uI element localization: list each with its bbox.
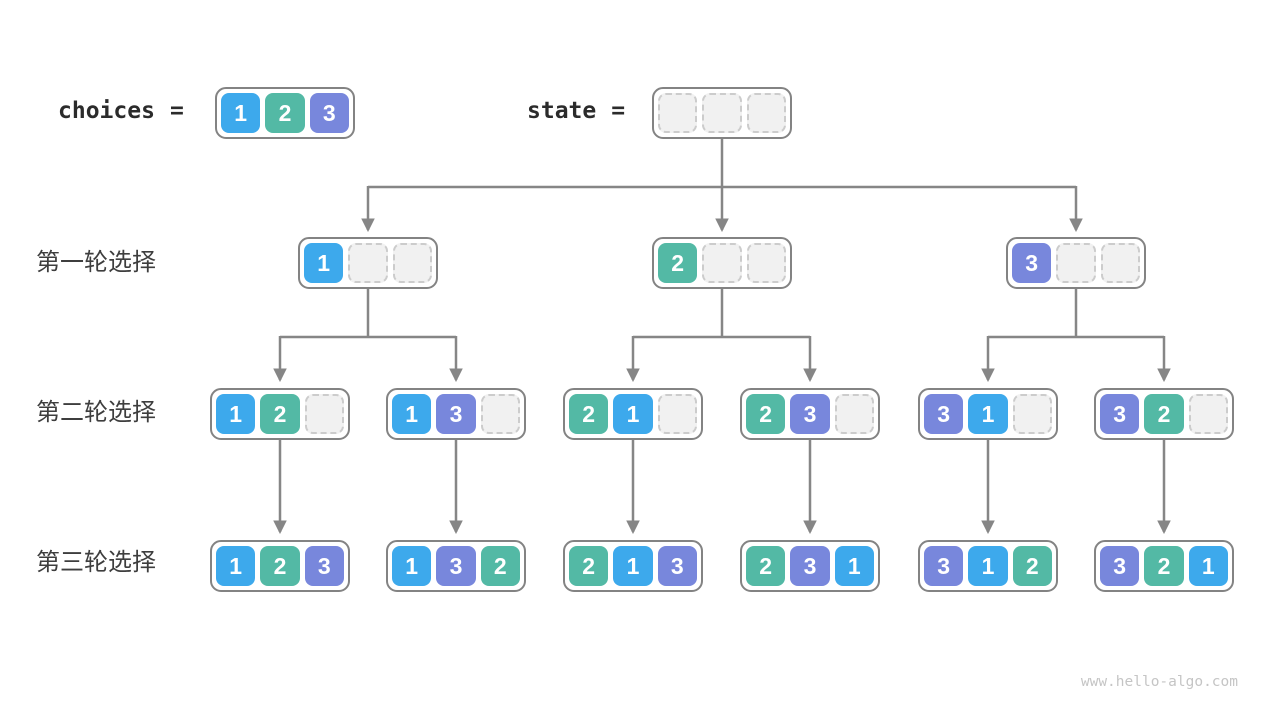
array-cell-1: 1 xyxy=(834,546,874,586)
array-cell-empty xyxy=(702,243,742,283)
round1-label: 第一轮选择 xyxy=(36,249,156,276)
array-cell-1: 1 xyxy=(216,546,256,586)
array-cell-1: 1 xyxy=(221,93,261,133)
array-cell-2: 2 xyxy=(569,546,609,586)
equals-sign: = xyxy=(611,98,626,124)
array-cell-3: 3 xyxy=(924,394,964,434)
array-cell-empty xyxy=(657,394,697,434)
array-cell-1: 1 xyxy=(613,394,653,434)
equals-sign: = xyxy=(169,98,184,124)
state-array-round1-0: 1 xyxy=(298,237,438,289)
array-cell-3: 3 xyxy=(304,546,344,586)
array-cell-2: 2 xyxy=(746,546,786,586)
array-cell-1: 1 xyxy=(613,546,653,586)
array-cell-3: 3 xyxy=(309,93,349,133)
array-cell-empty xyxy=(348,243,388,283)
array-cell-3: 3 xyxy=(790,394,830,434)
array-cell-empty xyxy=(702,93,742,133)
array-cell-2: 2 xyxy=(260,546,300,586)
choices-word: choices xyxy=(58,98,155,124)
array-cell-2: 2 xyxy=(569,394,609,434)
state-array-empty xyxy=(652,87,792,139)
state-label: state = xyxy=(527,96,625,126)
round3-label: 第三轮选择 xyxy=(36,549,156,576)
array-cell-2: 2 xyxy=(1144,546,1184,586)
array-cell-1: 1 xyxy=(392,394,432,434)
array-cell-empty xyxy=(746,93,786,133)
array-cell-2: 2 xyxy=(1144,394,1184,434)
array-cell-1: 1 xyxy=(216,394,256,434)
array-cell-empty xyxy=(304,394,344,434)
array-cell-2: 2 xyxy=(746,394,786,434)
round2-label: 第二轮选择 xyxy=(36,399,156,426)
state-array-round1-2: 3 xyxy=(1006,237,1146,289)
state-array-round1-1: 2 xyxy=(652,237,792,289)
array-cell-empty xyxy=(1100,243,1140,283)
array-cell-2: 2 xyxy=(658,243,698,283)
watermark-url: www.hello-algo.com xyxy=(1080,674,1238,690)
choices-label: choices = xyxy=(58,96,184,126)
array-cell-empty xyxy=(834,394,874,434)
array-cell-1: 1 xyxy=(1188,546,1228,586)
array-cell-2: 2 xyxy=(265,93,305,133)
array-cell-1: 1 xyxy=(392,546,432,586)
array-cell-empty xyxy=(1012,394,1052,434)
array-cell-3: 3 xyxy=(657,546,697,586)
array-cell-3: 3 xyxy=(436,394,476,434)
array-cell-3: 3 xyxy=(1100,546,1140,586)
array-cell-empty xyxy=(746,243,786,283)
array-cell-3: 3 xyxy=(1100,394,1140,434)
array-cell-empty xyxy=(1056,243,1096,283)
array-cell-3: 3 xyxy=(436,546,476,586)
array-cell-empty xyxy=(1188,394,1228,434)
array-cell-empty xyxy=(392,243,432,283)
array-cell-1: 1 xyxy=(968,394,1008,434)
array-cell-2: 2 xyxy=(1012,546,1052,586)
array-cell-3: 3 xyxy=(924,546,964,586)
array-cell-1: 1 xyxy=(968,546,1008,586)
array-cell-3: 3 xyxy=(790,546,830,586)
array-cell-2: 2 xyxy=(480,546,520,586)
array-cell-1: 1 xyxy=(304,243,344,283)
array-cell-empty xyxy=(658,93,698,133)
state-word: state xyxy=(527,98,597,124)
array-cell-empty xyxy=(480,394,520,434)
array-cell-2: 2 xyxy=(260,394,300,434)
array-cell-3: 3 xyxy=(1012,243,1052,283)
